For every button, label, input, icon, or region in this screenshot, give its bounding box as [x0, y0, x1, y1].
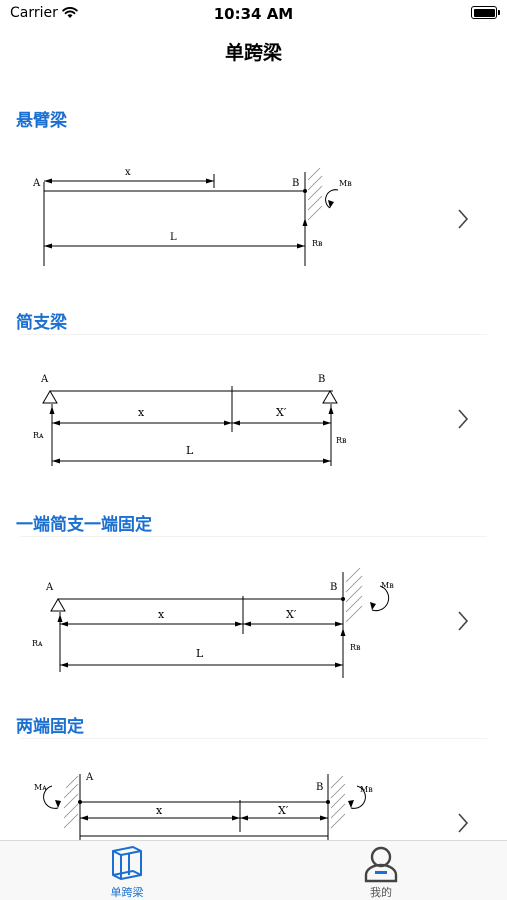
battery-icon — [471, 6, 500, 19]
tab-bar: 单跨梁 我的 — [0, 840, 507, 900]
moment-b-label: Mʙ — [360, 785, 373, 794]
page-title: 单跨梁 — [224, 42, 282, 64]
reaction-b-label: Rʙ — [312, 239, 323, 248]
list-item-simply-supported[interactable]: 简支梁 A B x X′ L Rᴀ Rʙ — [0, 308, 507, 510]
x-label: x — [156, 804, 163, 817]
point-b-label: B — [316, 782, 323, 793]
point-a-label: A — [32, 178, 41, 189]
moment-b-label: Mʙ — [339, 179, 352, 188]
point-b-label: B — [330, 582, 337, 593]
carrier-label: Carrier — [10, 5, 58, 21]
reaction-a-label: Rᴀ — [33, 431, 44, 440]
chevron-right-icon — [458, 813, 469, 833]
tab-label: 单跨梁 — [110, 886, 144, 899]
propped-cantilever-beam-diagram: A B x X′ L Rᴀ Rʙ Mʙ — [32, 567, 394, 678]
x-prime-label: X′ — [286, 608, 297, 621]
tab-label: 我的 — [370, 886, 392, 899]
chevron-right-icon — [458, 209, 469, 229]
simply-supported-beam-diagram: A B x X′ L Rᴀ Rʙ — [33, 374, 347, 466]
length-label: L — [196, 647, 204, 660]
tab-single-span-beam[interactable]: 单跨梁 — [0, 841, 254, 900]
fixed-fixed-beam-diagram: A B x X′ Mᴀ Mʙ — [34, 772, 373, 840]
length-label: L — [186, 444, 194, 457]
chevron-right-icon — [458, 611, 469, 631]
section-title: 两端固定 — [16, 717, 84, 737]
person-icon — [364, 846, 398, 883]
point-b-label: B — [292, 178, 299, 189]
moment-b-label: Mʙ — [381, 581, 394, 590]
section-title: 简支梁 — [16, 313, 67, 333]
tab-mine[interactable]: 我的 — [254, 841, 507, 900]
section-title: 悬臂梁 — [16, 111, 67, 131]
cantilever-beam-diagram: A B x L Mʙ Rʙ — [32, 167, 352, 266]
x-label: x — [138, 406, 145, 419]
x-prime-label: X′ — [276, 406, 287, 419]
status-bar: Carrier 10:34 AM — [0, 0, 507, 28]
x-prime-label: X′ — [278, 804, 289, 817]
point-b-label: B — [318, 374, 325, 385]
moment-a-label: Mᴀ — [34, 783, 47, 792]
reaction-b-label: Rʙ — [336, 436, 347, 445]
reaction-b-label: Rʙ — [350, 643, 361, 652]
wifi-icon — [62, 6, 78, 18]
chevron-right-icon — [458, 409, 469, 429]
list-item-propped-cantilever[interactable]: 一端简支一端固定 — [0, 510, 507, 712]
length-label: L — [170, 232, 177, 243]
x-label: x — [125, 167, 131, 178]
list-item-cantilever[interactable]: 悬臂梁 A B — [0, 106, 507, 308]
clock: 10:34 AM — [213, 5, 294, 23]
list-item-fixed-fixed[interactable]: 两端固定 — [0, 712, 507, 900]
i-beam-icon — [112, 846, 142, 880]
point-a-label: A — [45, 582, 54, 593]
section-title: 一端简支一端固定 — [16, 515, 152, 535]
reaction-a-label: Rᴀ — [32, 639, 43, 648]
point-a-label: A — [85, 772, 94, 783]
point-a-label: A — [40, 374, 49, 385]
x-label: x — [158, 608, 165, 621]
